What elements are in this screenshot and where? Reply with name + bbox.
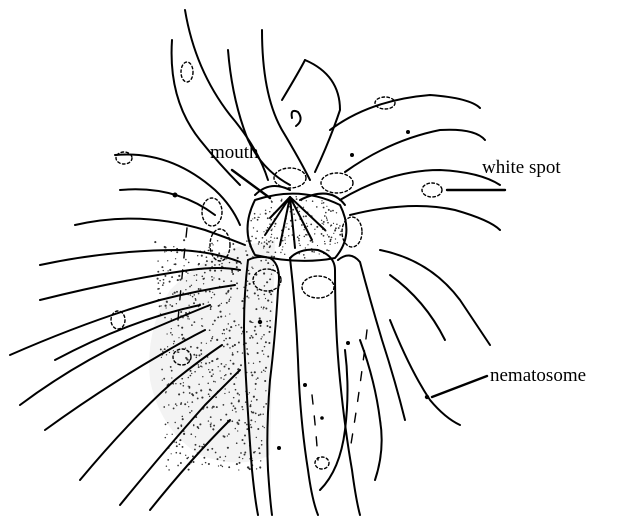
stippled-column <box>149 196 341 471</box>
nematosome-leader-line <box>432 376 487 397</box>
label-white-spot: white spot <box>482 158 561 177</box>
label-nematosome: nematosome <box>490 366 586 385</box>
label-mouth: mouth <box>210 143 259 162</box>
